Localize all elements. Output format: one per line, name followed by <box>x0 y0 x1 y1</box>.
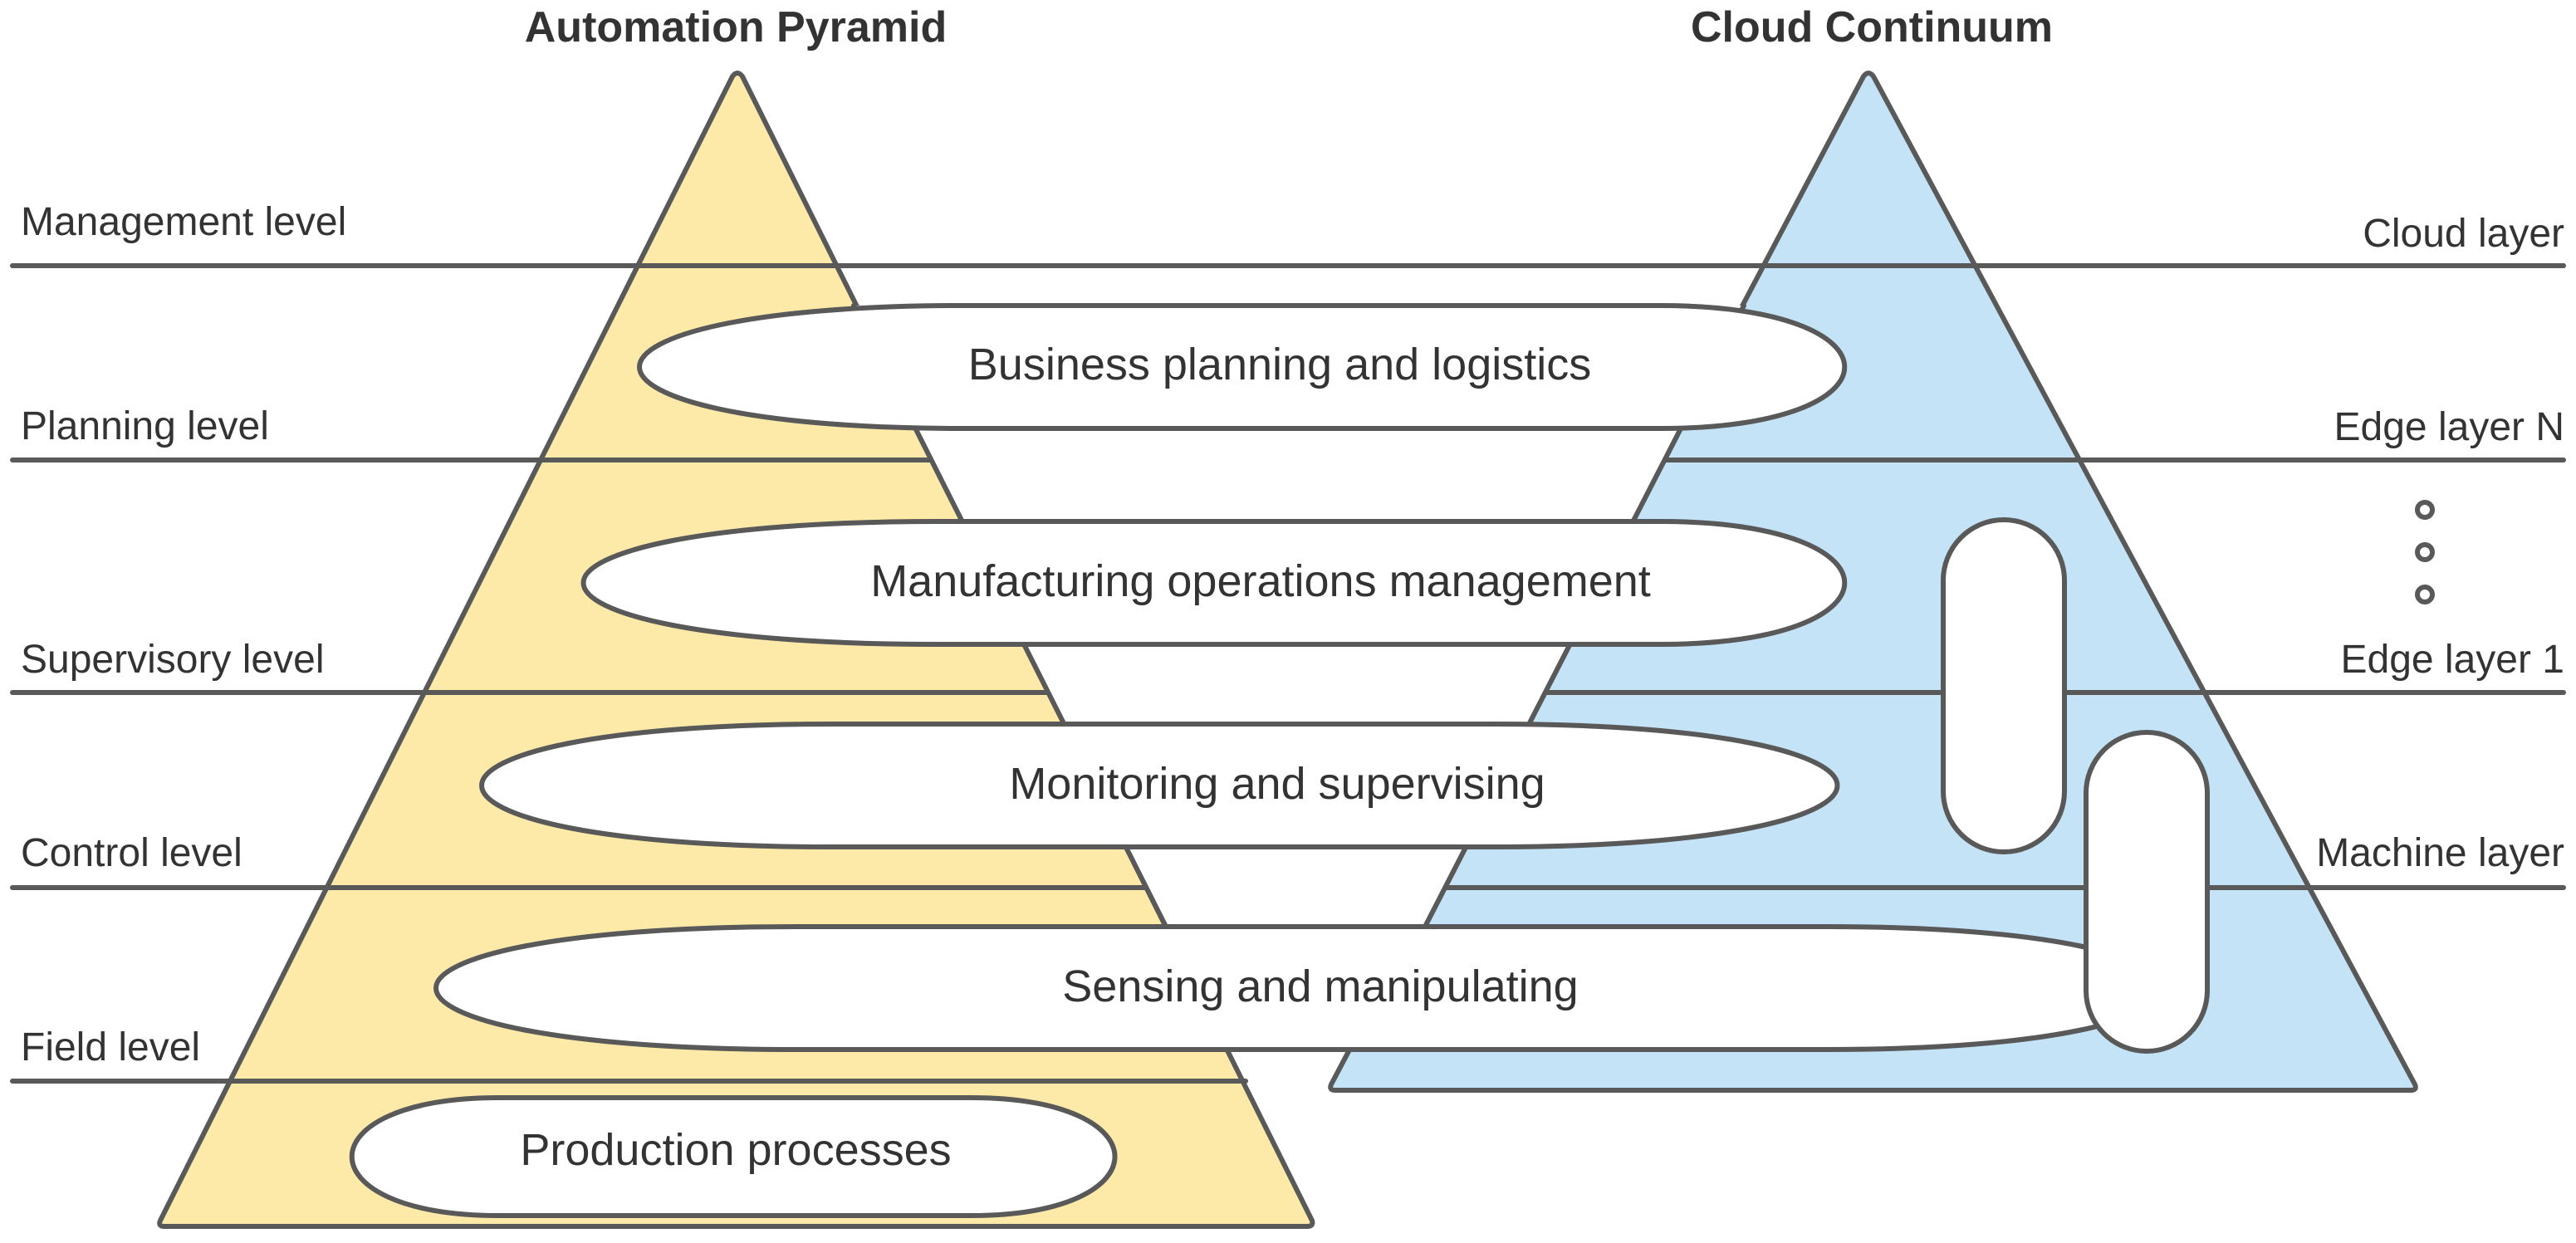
management-level-label: Management level <box>21 200 346 244</box>
edge-layer-n-label: Edge layer N <box>2334 405 2564 449</box>
monitoring-supervising-label: Monitoring and supervising <box>1009 759 1545 809</box>
pill-business-planning <box>637 303 1848 431</box>
edge-layer-1-label: Edge layer 1 <box>2340 638 2564 682</box>
ellipsis-dot-middle <box>2415 542 2435 562</box>
field-level-label: Field level <box>21 1025 200 1069</box>
pill-monitoring-supervising <box>479 722 1840 849</box>
production-processes-label: Production processes <box>520 1125 951 1175</box>
automation-pyramid-title: Automation Pyramid <box>525 3 948 51</box>
ellipsis-dot-top <box>2415 500 2435 520</box>
edge-capsule-upper <box>1941 517 2067 854</box>
cloud-layer-label: Cloud layer <box>2363 212 2564 256</box>
pill-production-processes <box>350 1095 1118 1218</box>
control-level-label: Control level <box>21 831 242 875</box>
edge-capsule-lower <box>2084 730 2210 1054</box>
ellipsis-dot-bottom <box>2415 585 2435 604</box>
planning-level-label: Planning level <box>21 404 269 448</box>
pill-manufacturing-operations <box>580 519 1848 647</box>
manufacturing-operations-label: Manufacturing operations management <box>870 556 1651 606</box>
business-planning-label: Business planning and logistics <box>968 340 1591 389</box>
machine-layer-label: Machine layer <box>2316 831 2564 875</box>
cloud-continuum-title: Cloud Continuum <box>1691 3 2053 51</box>
supervisory-level-label: Supervisory level <box>21 638 324 682</box>
sensing-manipulating-label: Sensing and manipulating <box>1062 962 1578 1011</box>
